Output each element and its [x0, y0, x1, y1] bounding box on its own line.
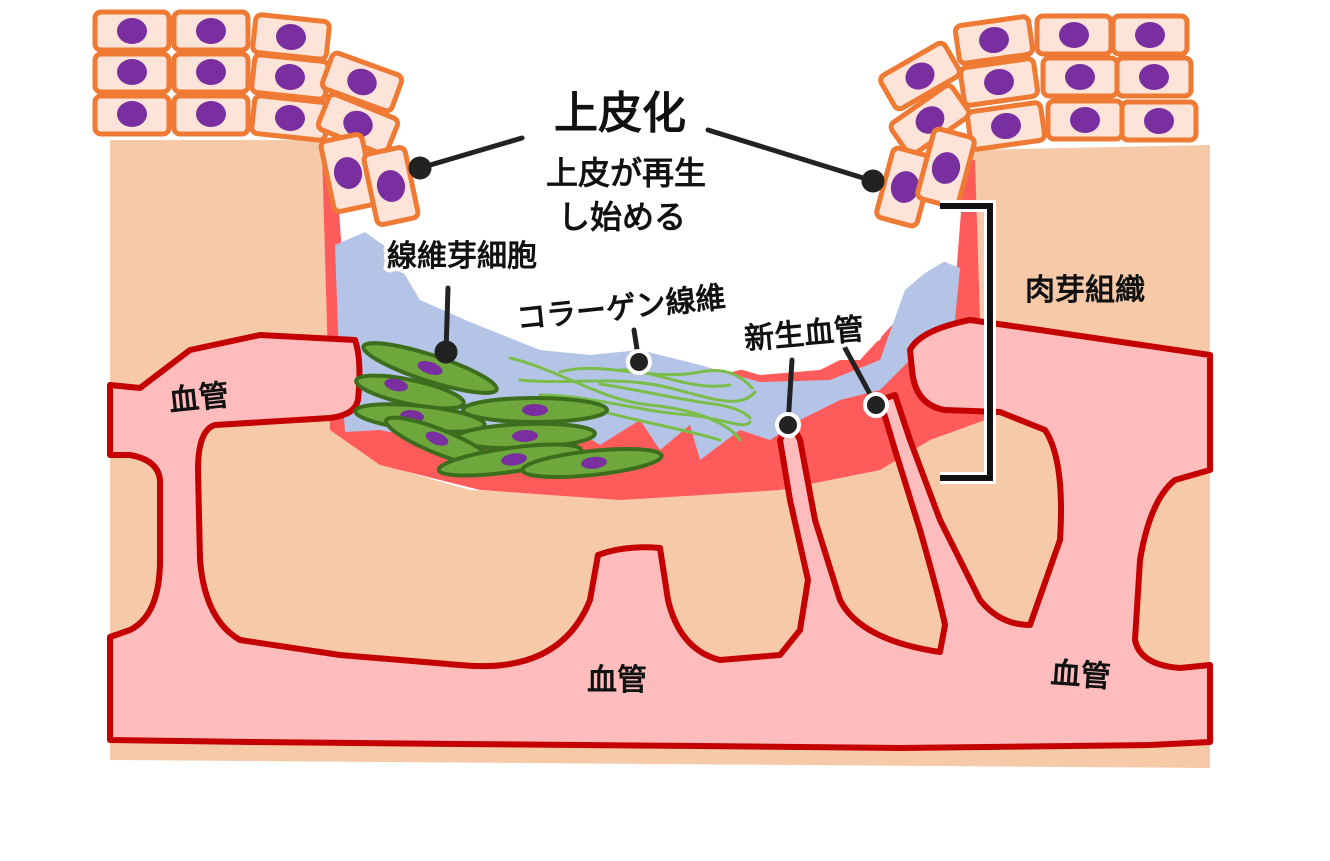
- leader-dot: [434, 340, 458, 364]
- epithelial-cell: [878, 40, 962, 112]
- epithelial-cell: [319, 50, 405, 114]
- dermis: [110, 140, 1210, 768]
- epithelial-cell: [1045, 98, 1125, 142]
- epithelial-cell: [1119, 99, 1199, 143]
- epithelial-cell: [957, 56, 1041, 108]
- fibroblasts: [353, 341, 664, 479]
- epithelial-cell: [171, 51, 251, 95]
- epithelial-cell: [92, 9, 172, 53]
- epithelial-cell: [874, 145, 936, 229]
- collagen-fiber: [538, 393, 752, 427]
- leader-epithelialization-left: [417, 135, 525, 171]
- label-epithelialization-desc-2: し始める: [558, 198, 686, 236]
- collagen-fiber: [598, 382, 752, 420]
- epithelial-cell: [964, 100, 1048, 152]
- blood-vessels: [107, 317, 1213, 751]
- epithelial-cell: [361, 145, 421, 227]
- labels: 上皮化 上皮が再生 し始める 線維芽細胞 コラーゲン線維 新生血管 肉芽組織 血…: [167, 84, 1145, 698]
- label-epithelialization: 上皮化: [554, 88, 686, 139]
- epithelial-cell: [1114, 55, 1194, 99]
- fibroblast-cell: [461, 396, 609, 424]
- label-fibroblast: 線維芽細胞: [387, 239, 537, 274]
- collagen-fiber: [508, 356, 742, 442]
- epithelial-cell: [1110, 13, 1190, 57]
- epithelial-cell: [1034, 13, 1114, 57]
- wound-opening: [395, 150, 960, 375]
- leader-dot: [408, 156, 432, 180]
- label-vessel-left: 血管: [167, 378, 230, 419]
- epithelial-cell: [171, 93, 251, 137]
- fibroblast-cell: [436, 442, 584, 478]
- epithelial-cell: [92, 51, 172, 95]
- epithelial-cell: [92, 93, 172, 137]
- fibroblast-cell: [361, 341, 499, 395]
- vessel-network: [107, 317, 1213, 751]
- leader-lines: [408, 127, 889, 438]
- collagen-fiber: [518, 378, 757, 403]
- leader-dot: [863, 392, 889, 418]
- label-epithelialization-desc-1: 上皮が再生: [546, 154, 706, 192]
- epithelial-cell: [318, 132, 378, 214]
- label-vessel-bottom: 血管: [587, 663, 647, 698]
- label-granulation: 肉芽組織: [1025, 273, 1145, 308]
- epithelial-cell: [249, 93, 331, 143]
- fibroblast-cell: [520, 447, 664, 479]
- dermis-left: [110, 140, 1210, 768]
- epithelial-cell: [1040, 55, 1120, 99]
- epithelium-right: [874, 13, 1199, 229]
- granulation-bracket: [940, 203, 993, 481]
- leader-dot: [861, 169, 885, 193]
- label-vessel-right: 血管: [1050, 656, 1112, 695]
- leader-epithelialization-right: [705, 127, 876, 184]
- epithelial-cell: [171, 9, 251, 53]
- epithelial-cell: [249, 52, 331, 102]
- leader-dot: [775, 412, 801, 438]
- leader-dot: [626, 349, 652, 375]
- collagen-fiber: [558, 366, 754, 390]
- epithelial-cell: [952, 14, 1036, 66]
- epithelium-left: [92, 9, 421, 227]
- epithelial-cell: [915, 126, 977, 210]
